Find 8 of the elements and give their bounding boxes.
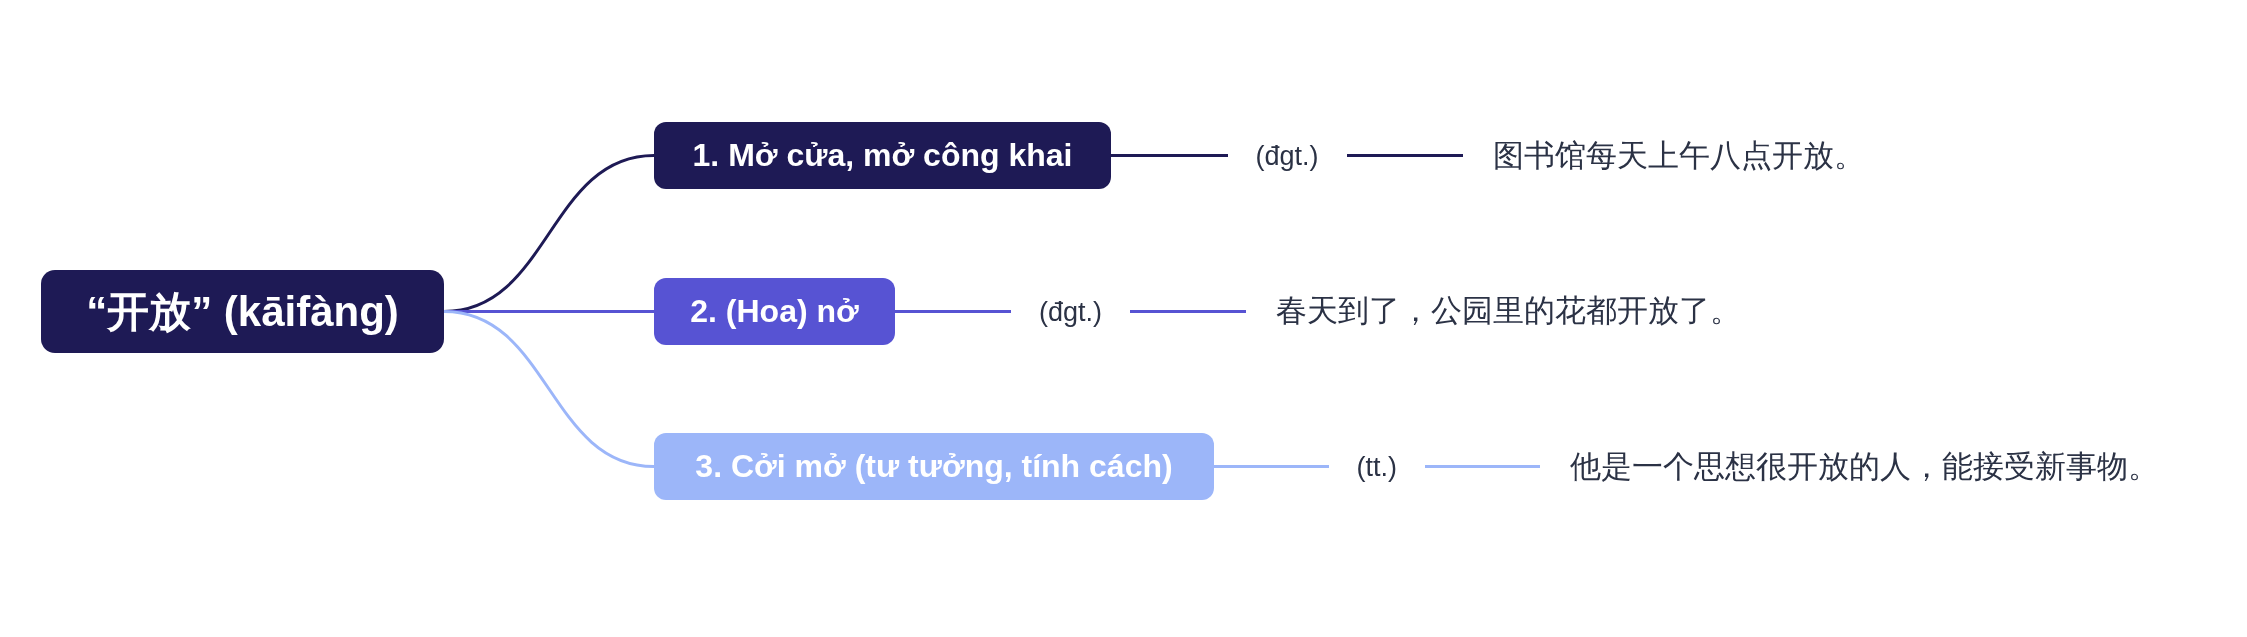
connector-line	[443, 310, 655, 468]
example-sentence: 他是一个思想很开放的人，能接受新事物。	[1570, 445, 2159, 489]
subtopic-box: 3. Cởi mở (tư tưởng, tính cách)	[654, 433, 1214, 500]
example-sentence: 春天到了，公园里的花都开放了。	[1276, 289, 1741, 333]
topic-box: “开放” (kāifàng)	[41, 270, 444, 353]
subtopic-box: 1. Mở cửa, mở công khai	[654, 122, 1111, 189]
example-sentence: 图书馆每天上午八点开放。	[1493, 134, 1865, 178]
subtopic-box: 2. (Hoa) nở	[654, 278, 895, 345]
